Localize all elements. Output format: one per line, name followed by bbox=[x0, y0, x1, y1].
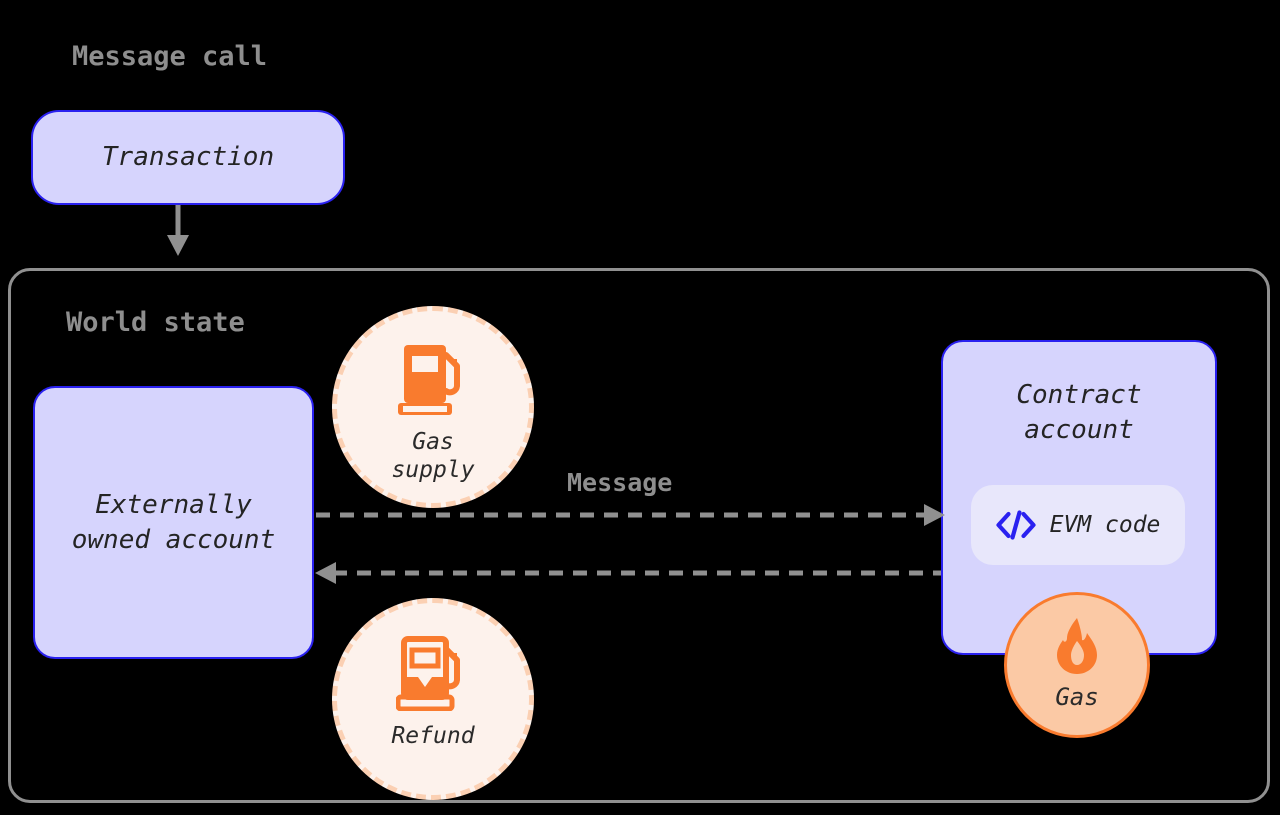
flame-icon bbox=[1051, 617, 1103, 679]
edge-transaction-to-world-state bbox=[167, 205, 189, 256]
gas-supply-label: Gas supply bbox=[391, 429, 475, 483]
node-externally-owned-account: Externally owned account bbox=[33, 386, 314, 659]
contract-account-label: Contract account bbox=[1016, 380, 1142, 445]
gas-label: Gas bbox=[1055, 683, 1099, 711]
world-state-title: World state bbox=[66, 307, 245, 338]
eoa-label: Externally owned account bbox=[71, 489, 276, 555]
gas-pump-partial-icon bbox=[395, 631, 470, 715]
world-state-container bbox=[8, 268, 1270, 803]
node-gas-supply: Gas supply bbox=[332, 306, 534, 508]
message-edge-label: Message bbox=[567, 468, 673, 497]
gas-pump-full-icon bbox=[396, 337, 470, 421]
evm-code-label: EVM code bbox=[1049, 512, 1161, 538]
evm-code-badge: EVM code bbox=[971, 485, 1185, 565]
node-refund: Refund bbox=[332, 598, 534, 800]
code-brackets-icon bbox=[996, 510, 1036, 540]
transaction-label: Transaction bbox=[101, 142, 275, 173]
node-transaction: Transaction bbox=[31, 110, 345, 205]
node-gas: Gas bbox=[1004, 592, 1150, 738]
refund-label: Refund bbox=[391, 723, 475, 749]
message-call-title: Message call bbox=[72, 41, 268, 72]
